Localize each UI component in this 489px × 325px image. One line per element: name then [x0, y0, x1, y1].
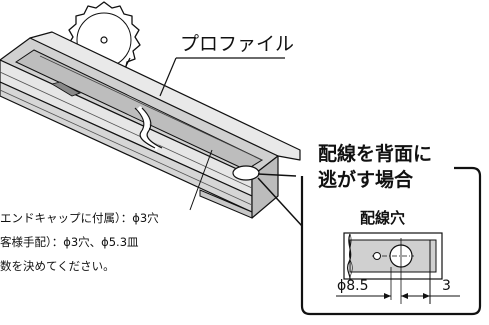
profile-wiring-hole: [232, 165, 260, 181]
dim-offset-arrow-right: [423, 293, 430, 299]
profile-break-line: [135, 105, 160, 151]
dim-diameter-arrow: [384, 293, 391, 299]
hole-section-break-right: [348, 233, 353, 281]
hole-section-bar: [349, 239, 437, 273]
note-line-1: エンドキャップに付属）：ϕ3穴: [0, 211, 159, 225]
profile-break-line-edge-2: [141, 107, 163, 149]
profile-inner-line-1: [39, 55, 263, 161]
profile-label-leader: [159, 57, 177, 97]
profile-saw-slot: [50, 81, 81, 97]
note-line-3: 数を決めてください。: [0, 259, 115, 273]
saw-blade-center-hole: [100, 36, 108, 44]
callout-connector-bottom: [257, 177, 303, 227]
wiring-hole-label: 配線穴: [360, 209, 405, 227]
hole-section-break-left: [347, 233, 352, 281]
dim-offset-arrow-left: [401, 293, 408, 299]
callout-heading-line-1: 配線を背面に: [318, 142, 432, 165]
profile-inner-line-3: [0, 89, 253, 206]
note-line-2: 客様手配）：ϕ3穴、ϕ5.3皿: [0, 235, 139, 249]
profile-label: プロファイル: [180, 33, 294, 55]
callout-frame: [300, 166, 482, 316]
note-leader: [189, 149, 213, 211]
profile-inner-line-2: [0, 71, 253, 189]
callout-connector-top: [257, 173, 297, 177]
profile-break-line-edge-1: [134, 107, 156, 149]
dim-offset-label: 3: [442, 278, 451, 294]
small-hole: [373, 252, 381, 260]
dim-diameter-label: ϕ8.5: [337, 278, 369, 294]
detail-callout: 配線を背面に 逃がす場合 配線穴 ϕ8.5 3: [300, 142, 482, 316]
profile-extrusion: [0, 31, 301, 219]
callout-heading-line-2: 逃がす場合: [318, 168, 414, 191]
